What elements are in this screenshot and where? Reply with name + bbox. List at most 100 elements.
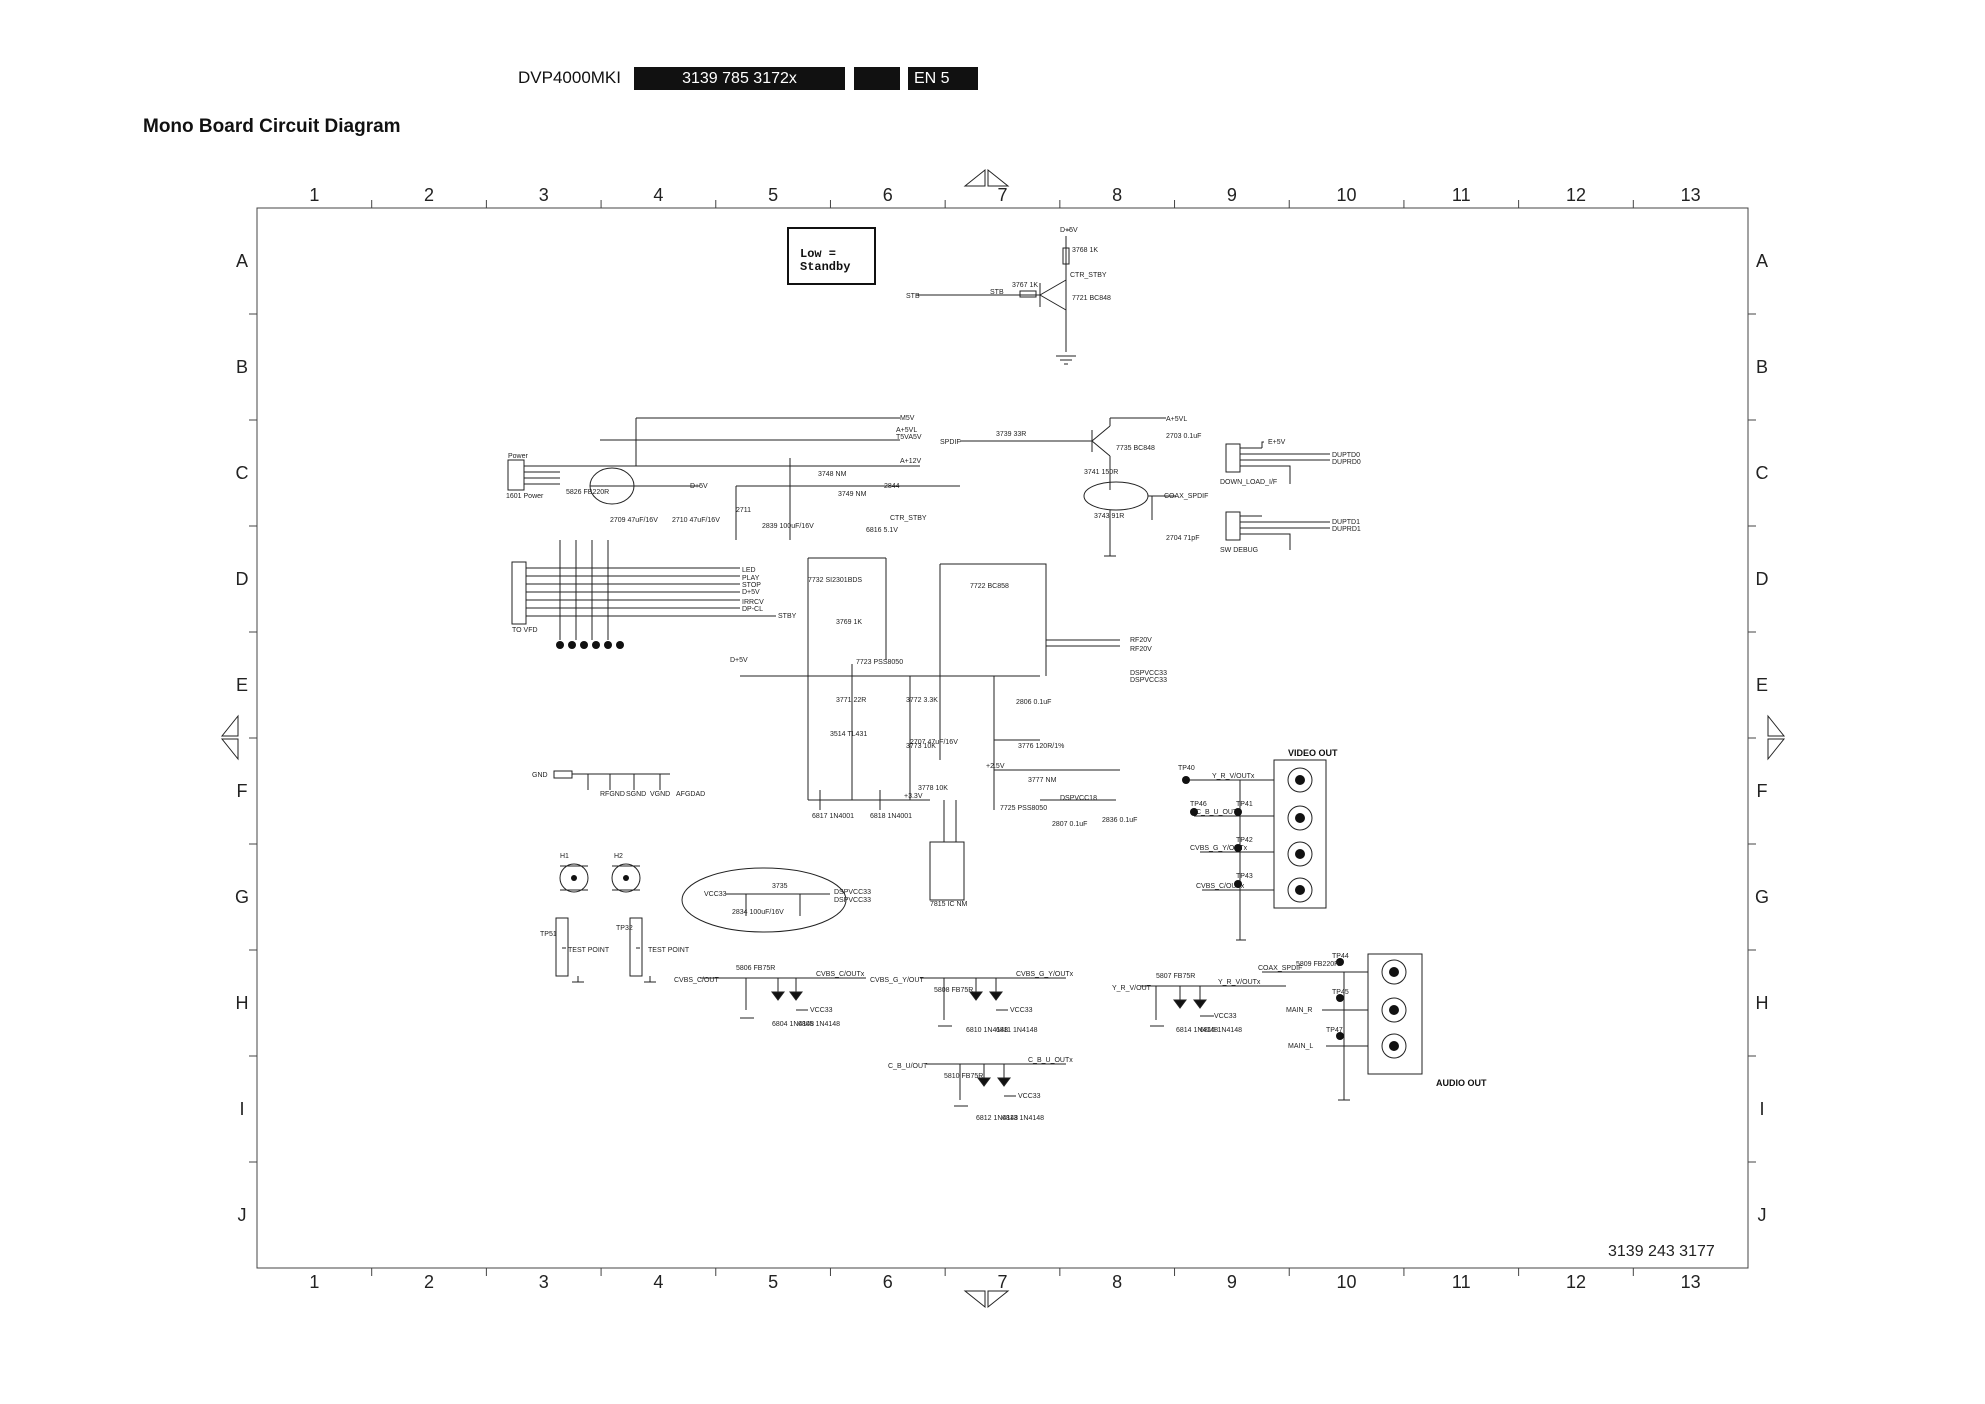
net-a5vl-spdif: A+5VL	[1166, 416, 1187, 423]
tp47-label: TP47	[1326, 1027, 1343, 1034]
video-filter-cb-u	[926, 1063, 1066, 1107]
mounting-holes	[559, 863, 641, 893]
grid-col-label-top: 9	[1227, 185, 1237, 205]
grid-row-label-left: E	[236, 675, 248, 695]
res-3773: 3773 10K	[906, 743, 936, 750]
grid-row-label-left: B	[236, 357, 248, 377]
res-3774: 3776 120R/1%	[1018, 743, 1064, 750]
net-dspvcc33-a: DSPVCC33	[1130, 670, 1167, 677]
net-d5v-panel: D+5V	[742, 589, 760, 596]
net-duprd1: DUPRD1	[1332, 526, 1361, 533]
grid-col-label-top: 6	[883, 185, 893, 205]
cap-2722: 2807 0.1uF	[1052, 821, 1087, 828]
grid-row-label-left: I	[239, 1099, 244, 1119]
cap-2712: 2839 100uF/16V	[762, 523, 814, 530]
net-dspvcc33-filter-b: DSPVCC33	[834, 897, 871, 904]
grid-col-label-top: 3	[539, 185, 549, 205]
net-d5v-power: D+5V	[690, 483, 708, 490]
grid-row-label-right: H	[1756, 993, 1769, 1013]
grid-col-label-bottom: 2	[424, 1272, 434, 1292]
grid-row-label-left: A	[236, 251, 248, 271]
audio-out-jacks	[1262, 959, 1407, 1101]
grid-col-label-bottom: 1	[309, 1272, 319, 1292]
video-filter-cvbs-c	[700, 977, 866, 1019]
res-3749: 3749 NM	[838, 491, 867, 498]
net-rf20v-b: RF20V	[1130, 646, 1152, 653]
sw-debug-label: SW DEBUG	[1220, 547, 1258, 554]
net-coax-spdif-audio: COAX_SPDIF	[1258, 965, 1302, 972]
standby-note-line2: Standby	[800, 260, 850, 274]
net-dspvcc33-b: DSPVCC33	[1130, 677, 1167, 684]
res-3721: 3735	[772, 883, 788, 890]
net-stby: STBY	[778, 613, 797, 620]
conn-1601-label: 1601 Power	[506, 493, 544, 500]
trans-7735: 7735 BC848	[1116, 445, 1155, 452]
power-label: Power	[508, 453, 529, 460]
audio-out-jack-centers	[1336, 958, 1399, 1051]
header-lang-box: EN 5	[908, 67, 978, 90]
grid-col-label-top: 11	[1452, 185, 1471, 205]
grid-col-label-bottom: 9	[1227, 1272, 1237, 1292]
grid-col-label-bottom: 4	[653, 1272, 663, 1292]
net-sgnd: SGND	[626, 791, 646, 798]
tp51-label: TP32	[616, 925, 633, 932]
tp46-label: TP46	[1190, 801, 1207, 808]
video-out-connector	[1273, 759, 1327, 909]
net-t5va5v: T5VA5V	[896, 434, 922, 441]
header-blank-box	[854, 67, 900, 90]
header-code: 3139 785 3172x	[682, 70, 797, 87]
grid-row-label-left: H	[236, 993, 249, 1013]
net-stop: STOP	[742, 582, 761, 589]
diode-6817: 6817 1N4001	[812, 813, 854, 820]
grid-row-label-right: I	[1759, 1099, 1764, 1119]
grid-col-label-top: 1	[309, 185, 319, 205]
tp50-label: TP51	[540, 931, 557, 938]
grid-row-label-left: D	[236, 569, 249, 589]
grid-row-label-left: G	[235, 887, 249, 907]
net-rfgnd: RFGND	[600, 791, 625, 798]
res-3739: 3739 33R	[996, 431, 1026, 438]
diode-6812: 6812 1N4148	[976, 1115, 1018, 1122]
grid-col-label-top: 5	[768, 185, 778, 205]
grid-row-label-right: G	[1755, 887, 1769, 907]
cap-2709: 2710 47uF/16V	[672, 517, 720, 524]
grid-row-label-right: E	[1756, 675, 1768, 695]
net-vcc33-h1: VCC33	[810, 1007, 833, 1014]
diode-6810: 6810 1N4148	[966, 1027, 1008, 1034]
net-cb-u-outx: C_B_U_OUTx	[1028, 1057, 1073, 1064]
net-dp-cl: DP-CL	[742, 606, 763, 613]
grid-ticks	[249, 200, 1756, 1276]
tp40-label: TP40	[1178, 765, 1195, 772]
net-cb-u-outx-jack: C_B_U_OUTx	[1196, 809, 1241, 816]
net-duptd0: DUPTD0	[1332, 452, 1360, 459]
grid-col-label-top: 2	[424, 185, 434, 205]
diode-6818: 6818 1N4001	[870, 813, 912, 820]
ind-5810: 5810 FB75R	[944, 1073, 983, 1080]
cap-2715: 2707 47uF/16V	[910, 739, 958, 746]
ind-5806: 5806 FB75R	[736, 965, 775, 972]
net-ctr-stby: CTR_STBY	[1070, 272, 1107, 279]
center-arrow-top	[963, 168, 1010, 187]
net-gnd: GND	[532, 772, 548, 779]
test-point-tp50	[555, 917, 584, 983]
net-play: PLAY	[742, 575, 760, 582]
res-3768: 3768 1K	[1072, 247, 1098, 254]
trans-7723: 7723 PSS8050	[856, 659, 903, 666]
net-coax-spdif: COAX_SPDIF	[1164, 493, 1208, 500]
tp44-label: TP44	[1332, 953, 1349, 960]
grid-row-label-left: C	[236, 463, 249, 483]
vfd-connector	[511, 540, 776, 640]
net-vcc33-h2: VCC33	[1010, 1007, 1033, 1014]
diode-6811: 6811 1N4148	[996, 1027, 1038, 1034]
test-point-label-1: TEST POINT	[568, 947, 610, 954]
res-3777: 3778 10K	[918, 785, 948, 792]
video-testpoints	[1182, 776, 1242, 888]
center-arrow-bottom	[963, 1290, 1010, 1309]
cap-2704: 2704 71pF	[1166, 535, 1199, 542]
trans-7722: 7722 BC858	[970, 583, 1009, 590]
diode-6804: 6804 1N4148	[772, 1021, 814, 1028]
